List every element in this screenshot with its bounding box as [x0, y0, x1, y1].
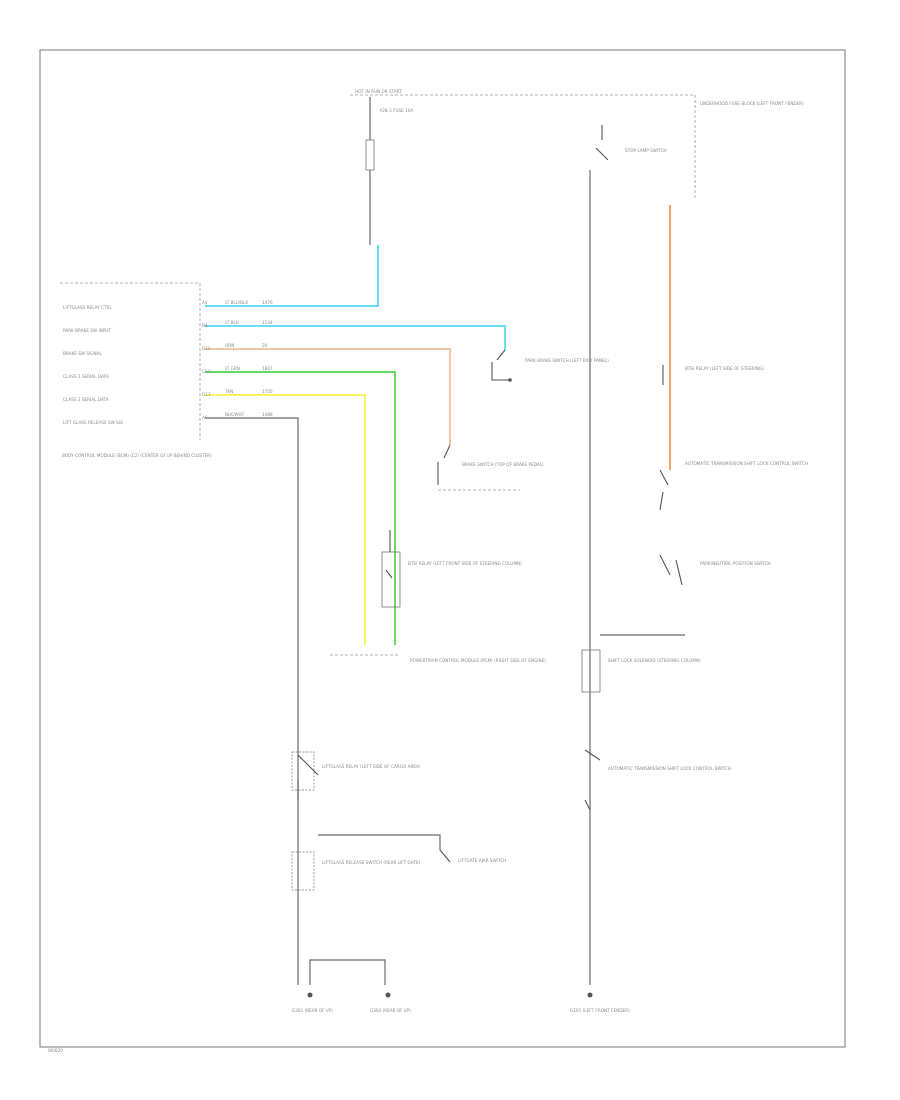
bcm-pin-label: BRAKE SW SIGNAL	[63, 351, 102, 356]
autotrans-label: AUTOMATIC TRANSMISSION SHIFT LOCK CONTRO…	[685, 461, 808, 466]
gnd1-label: G301 (REAR OF I/P)	[292, 1008, 333, 1013]
bcm-pin-label: PARK BRAKE SW INPUT	[63, 328, 111, 333]
park-brake-label: PARK BRAKE SWITCH (LEFT KICK PANEL)	[525, 358, 609, 363]
lower-right-switch	[584, 749, 601, 811]
fuse-icon	[365, 139, 375, 171]
ground-icon	[307, 992, 313, 998]
bcm-pin-circuit: 1488	[262, 412, 273, 417]
lower-right-label: AUTOMATIC TRANSMISSION SHIFT LOCK CONTRO…	[608, 766, 731, 771]
bcm-pin-label: LIFT GLASS RELEASE SW SIG	[63, 420, 123, 425]
cyan-wire-a4	[205, 245, 379, 307]
park-neutral-switch	[659, 554, 683, 586]
relay1-contact	[385, 530, 393, 579]
bcm-pin-wire: LT BLU/BLK	[225, 300, 248, 305]
underhood-label: UNDERHOOD FUSE BLOCK (LEFT FRONT FENDER)	[700, 101, 804, 106]
stop-lamp-switch	[595, 125, 609, 161]
gray-wire-a6	[205, 417, 299, 985]
relay1-label: BTSI RELAY (LEFT FRONT SIDE OF STEERING …	[408, 561, 522, 566]
green-wire-c13	[205, 371, 396, 645]
bcm-label: BODY CONTROL MODULE (BCM) (C2) (CENTER O…	[62, 453, 212, 458]
bcm-pin-circuit: 1755	[262, 389, 273, 394]
bcm-pin-num: D13	[202, 392, 211, 397]
liftglass-sw-label: LIFTGLASS RELEASE SWITCH (REAR LIFT GATE…	[322, 860, 421, 865]
autotrans-switch	[659, 491, 664, 511]
bcm-pin-wire: TAN	[224, 389, 233, 394]
bcm-pin-num: B4	[202, 323, 208, 328]
footer-code: W0020	[48, 1048, 63, 1053]
bcm-pin-wire: LT BLU	[225, 320, 239, 325]
bcm-pin-num: A4	[202, 300, 208, 305]
bcm-pin-label: CLASS 2 SERIAL DATA	[63, 397, 109, 402]
relay3-label: LIFTGLASS RELAY (LEFT SIDE OF CARGO AREA…	[322, 764, 421, 769]
bcm-bracket	[60, 282, 201, 440]
bcm-pin-circuit: 1476	[262, 300, 273, 305]
bcm-pins: LIFTGLASS RELAY CTRL A4 LT BLU/BLK 1476 …	[63, 300, 273, 425]
bcm-pin-circuit: 20	[262, 343, 268, 348]
liftgate-branch	[318, 834, 441, 850]
diagram-border	[39, 49, 846, 1048]
park-neutral-label: PARK/NEUTRAL POSITION SWITCH	[700, 561, 771, 566]
relay1-box	[381, 551, 401, 608]
bcm-pin-circuit: 1134	[262, 320, 273, 325]
ground-icon	[587, 992, 593, 998]
gnd-branch	[309, 959, 386, 985]
pcm-label: POWERTRAIN CONTROL MODULE (PCM) (RIGHT S…	[410, 658, 546, 663]
brake-switch	[437, 444, 451, 485]
top-fuse-dash	[350, 94, 696, 200]
shift-sol-box	[581, 649, 601, 693]
bcm-pin-label: LIFTGLASS RELAY CTRL	[63, 305, 112, 310]
gnd3-label: G101 (LEFT FRONT FENDER)	[570, 1008, 630, 1013]
relay2-label: BTSI RELAY (LEFT SIDE OF STEERING)	[685, 366, 764, 371]
bcm-pin-wire: BLK/WHT	[225, 412, 245, 417]
cyan-wire-b4	[205, 325, 506, 350]
bcm-pin-num: C13	[202, 369, 211, 374]
bcm-pin-wire: LT GRN	[225, 366, 240, 371]
orange-wire-b13	[205, 348, 451, 445]
shift-sol-label: SHIFT LOCK SOLENOID (STEERING COLUMN)	[608, 658, 701, 663]
liftglass-relay-switch	[297, 754, 319, 800]
park-brake-ground	[508, 378, 512, 382]
bcm-pin-circuit: 1807	[262, 366, 273, 371]
liftglass-relay-box	[291, 751, 315, 791]
ground-icon	[385, 992, 391, 998]
brake-switch-label: BRAKE SWITCH (TOP OF BRAKE PEDAL)	[462, 462, 544, 467]
bcm-pin-label: CLASS 2 SERIAL DATA	[63, 374, 109, 379]
park-brake-switch	[491, 349, 510, 381]
gnd2-label: G302 (REAR OF I/P)	[370, 1008, 411, 1013]
stoplamp-label: STOP LAMP SWITCH	[625, 148, 667, 153]
top-label: HOT IN RUN OR START	[355, 89, 402, 94]
fuse-label: IGN 3 FUSE 10A	[380, 108, 413, 113]
liftgate-ajar-switch	[439, 849, 451, 863]
liftgate-ajar-label: LIFTGATE AJAR SWITCH	[458, 858, 506, 863]
bcm-pin-num: A6	[202, 415, 208, 420]
bcm-pin-num: B13	[202, 346, 211, 351]
relay2-contact	[659, 365, 669, 486]
bcm-pin-wire: ORN	[225, 343, 234, 348]
liftglass-sw-box	[291, 851, 315, 891]
yellow-wire-d13	[205, 394, 366, 645]
